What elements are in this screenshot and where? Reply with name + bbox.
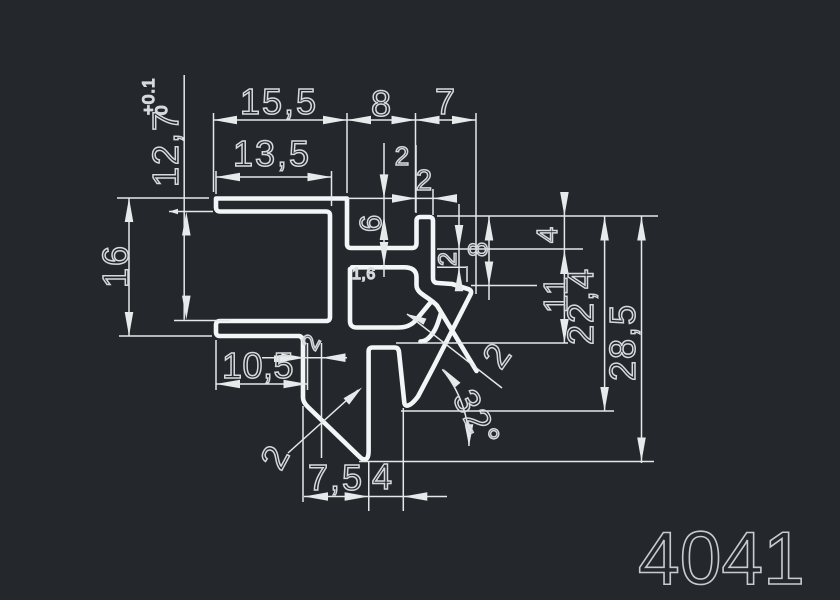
svg-text:1,6: 1,6 <box>352 266 376 283</box>
svg-text:2: 2 <box>434 250 462 266</box>
svg-text:22,4: 22,4 <box>560 267 601 345</box>
svg-text:+0.1: +0.1 <box>139 77 158 115</box>
svg-text:0: 0 <box>152 105 171 115</box>
svg-text:12,7: 12,7 <box>145 109 186 187</box>
svg-text:2: 2 <box>395 141 411 171</box>
svg-text:2: 2 <box>416 165 434 197</box>
svg-text:13,5: 13,5 <box>233 133 311 174</box>
svg-text:4041: 4041 <box>638 516 805 600</box>
svg-text:16: 16 <box>95 244 136 288</box>
svg-text:15,5: 15,5 <box>240 81 318 122</box>
svg-text:7: 7 <box>435 81 457 122</box>
svg-text:4: 4 <box>372 456 394 497</box>
svg-text:10,5: 10,5 <box>222 345 294 386</box>
svg-text:8: 8 <box>463 240 493 257</box>
svg-text:4: 4 <box>532 225 564 243</box>
svg-text:6: 6 <box>353 213 388 232</box>
svg-text:7,5: 7,5 <box>308 457 364 498</box>
svg-text:11: 11 <box>537 275 574 313</box>
svg-text:8: 8 <box>371 83 393 124</box>
svg-text:28,5: 28,5 <box>602 303 643 381</box>
